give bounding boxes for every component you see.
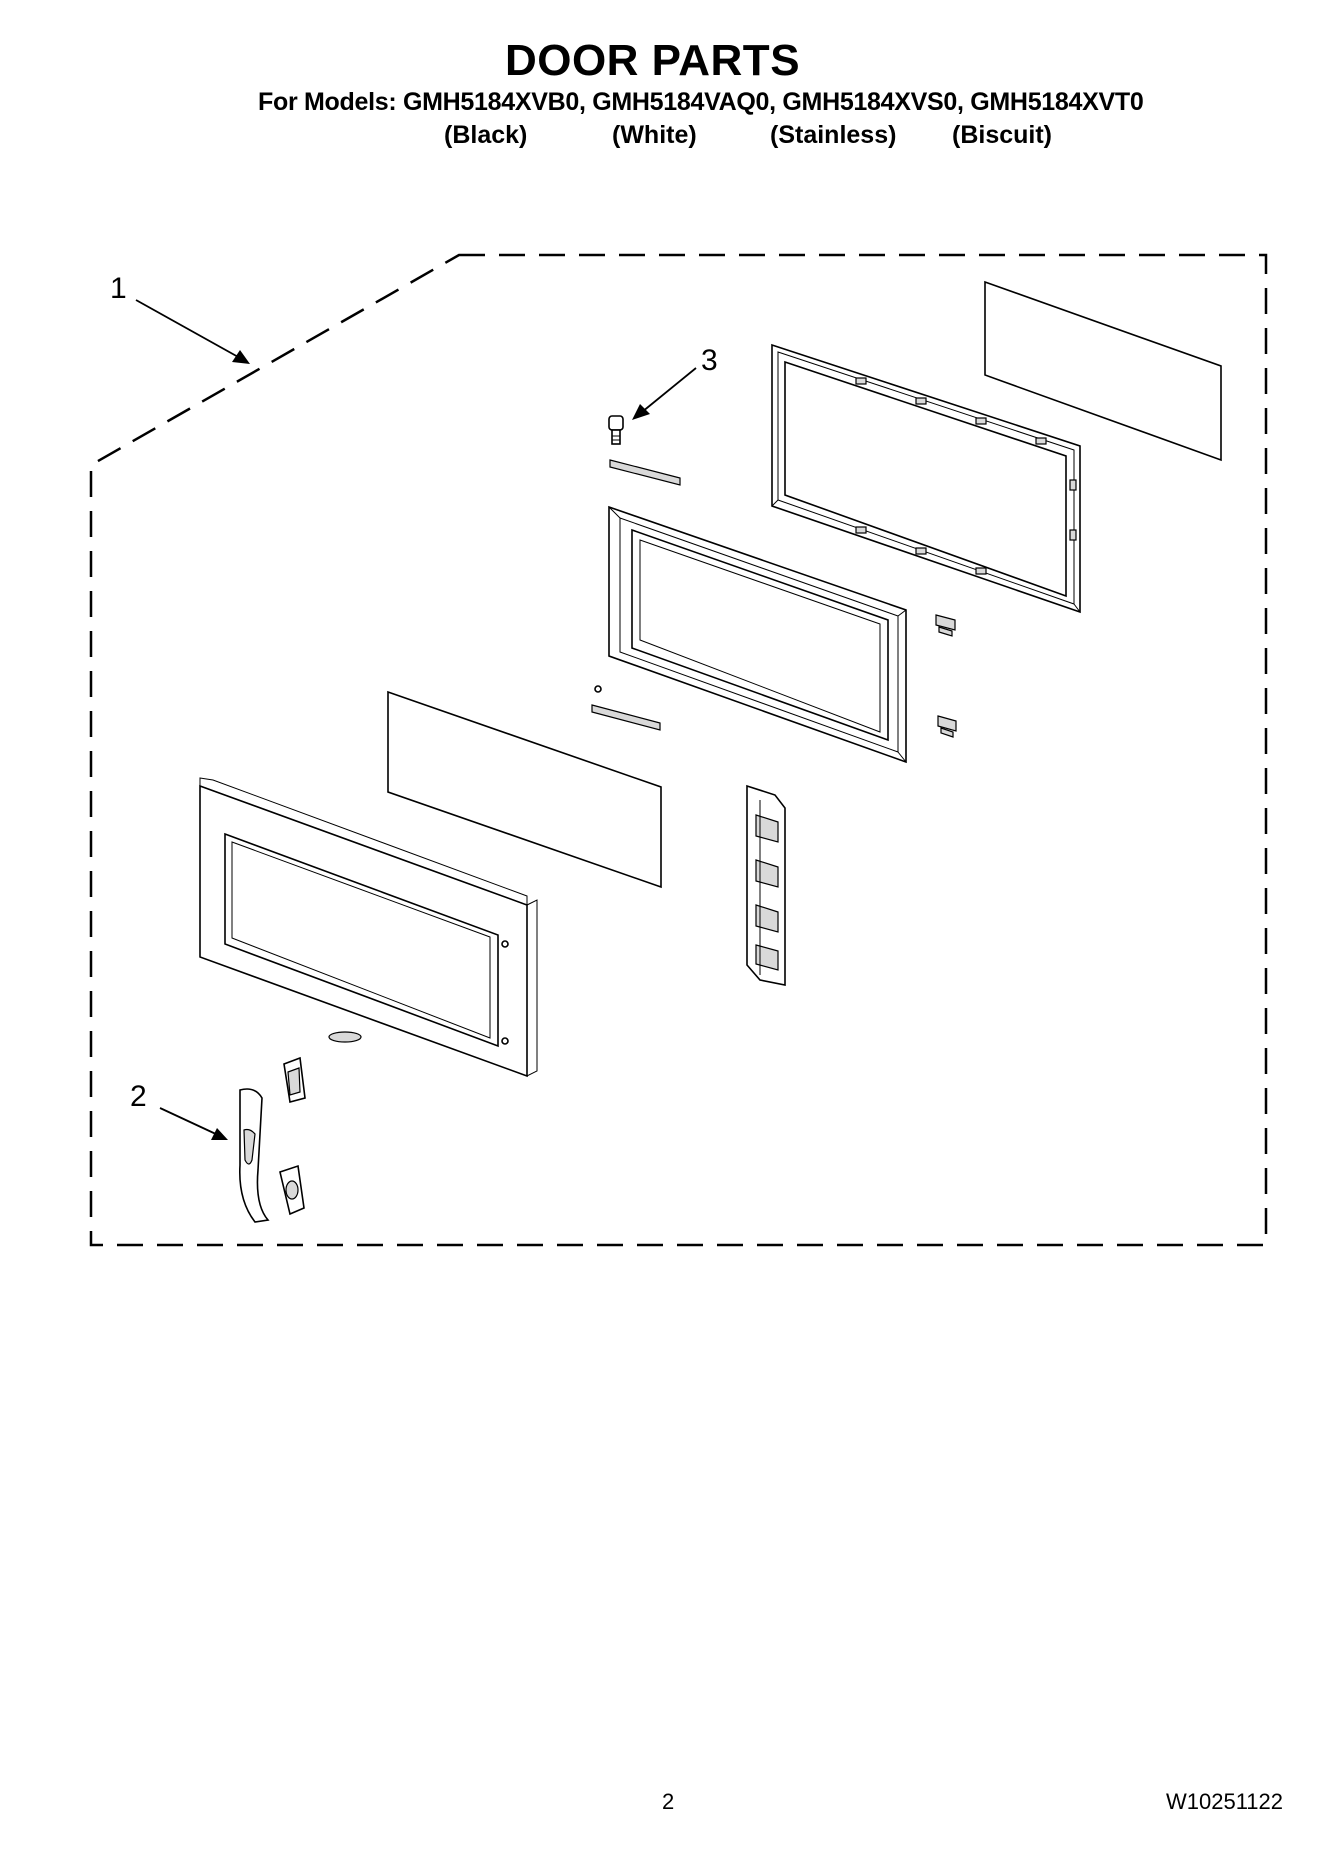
handle-clip-upper: [283, 1056, 306, 1104]
callout-3-leader: [632, 367, 697, 420]
callout-2-leader: [159, 1107, 228, 1140]
rear-door-frame: [771, 343, 1081, 614]
page-number: 2: [662, 1789, 675, 1814]
finish-stainless: (Stainless): [770, 121, 897, 149]
outer-door-panel: [199, 777, 538, 1078]
callout-1: 1: [110, 272, 127, 305]
hinge-clip-upper: [935, 614, 956, 637]
hinge-bracket-lower: [591, 704, 661, 731]
finish-black: (Black): [444, 121, 528, 149]
inner-glass-panel: [387, 690, 662, 889]
hinge-bracket-upper: [609, 459, 681, 486]
assembly-boundary: [89, 253, 1268, 1247]
page-title: DOOR PARTS: [504, 36, 801, 85]
handle-clip-lower: [279, 1164, 305, 1216]
latch-assembly: [746, 784, 786, 986]
models-line: For Models: GMH5184XVB0, GMH5184VAQ0, GM…: [258, 88, 1144, 116]
finish-biscuit: (Biscuit): [952, 121, 1052, 149]
door-screw: [608, 415, 624, 445]
document-number: W10251122: [1166, 1789, 1284, 1814]
callout-3: 3: [701, 344, 718, 377]
hinge-clip-lower: [937, 715, 957, 738]
callout-2: 2: [130, 1080, 147, 1113]
door-handle: [238, 1088, 270, 1223]
inner-door-frame: [608, 505, 907, 764]
callout-1-leader: [135, 299, 250, 364]
rear-glass-panel: [984, 280, 1222, 462]
finish-white: (White): [612, 121, 697, 149]
